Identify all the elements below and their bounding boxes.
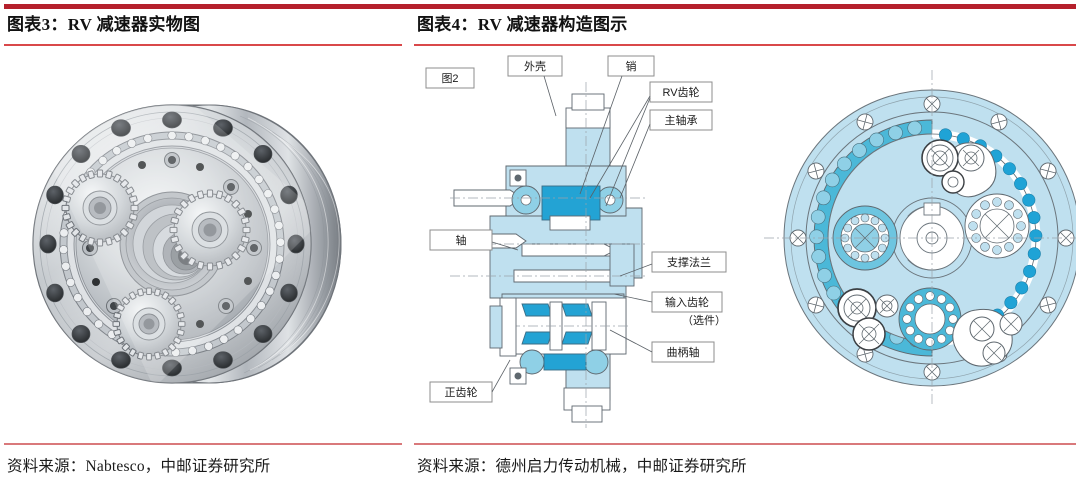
cross-section-view xyxy=(450,82,646,428)
planetary-spur-gears xyxy=(61,169,251,361)
callout-main-bearing: 主轴承 xyxy=(619,109,713,199)
callout-crankshaft: 曲柄轴 xyxy=(609,329,715,363)
callout-pin: 销 xyxy=(579,55,655,195)
callout-label-input-gear-optional: （选件） xyxy=(682,314,726,327)
figure-rv-reducer-construction: .cb { fill:#ffffff; stroke:#8d8d8d; stro… xyxy=(414,48,1076,440)
source-note-right: 资料来源：德州启力传动机械，中邮证券研究所 xyxy=(417,458,747,475)
callout-label-input-gear: 输入齿轮 xyxy=(665,295,709,309)
spur-gear-right xyxy=(169,189,251,271)
exhibit-title-left: 图表3：RV 减速器实物图 xyxy=(7,15,201,34)
callout-label-spur-gear: 正齿轮 xyxy=(445,385,478,399)
callout-rv-gear: RV齿轮 xyxy=(589,81,713,207)
callout-input-gear-main: 输入齿轮 （选件） xyxy=(613,291,726,327)
callout-label-support-flange: 支撑法兰 xyxy=(667,255,711,269)
callout-label-main-bearing: 主轴承 xyxy=(665,113,698,127)
source-divider-left xyxy=(4,443,402,445)
spur-gear-upper-left xyxy=(61,169,139,247)
top-red-rule xyxy=(4,4,1076,9)
disc-crank-bearings xyxy=(832,193,1030,351)
callout-figure-number: 图2 xyxy=(425,67,475,89)
title-underline-left xyxy=(4,44,402,46)
face-sheen xyxy=(33,105,311,383)
rv-construction-svg: .cb { fill:#ffffff; stroke:#8d8d8d; stro… xyxy=(425,55,1076,428)
callout-label-pin: 销 xyxy=(626,59,637,73)
figure-rv-reducer-photo xyxy=(4,48,402,440)
source-note-left: 资料来源：Nabtesco，中邮证券研究所 xyxy=(7,458,271,475)
callout-housing: 外壳 xyxy=(507,55,563,117)
exhibit-title-right: 图表4：RV 减速器构造图示 xyxy=(417,15,628,34)
callout-label-shaft: 轴 xyxy=(456,233,467,247)
title-underline-right xyxy=(414,44,1076,46)
source-divider-right xyxy=(414,443,1076,445)
disc-centerlines xyxy=(764,70,1076,406)
callout-label-rv-gear: RV齿轮 xyxy=(662,85,699,99)
callout-support-flange: 支撑法兰 xyxy=(619,251,727,277)
spur-gear-bottom xyxy=(112,287,186,361)
crank-bearing-group xyxy=(510,297,630,355)
front-disc-view xyxy=(764,70,1076,406)
callout-label-housing: 外壳 xyxy=(524,59,546,73)
exhibit-title-row: 图表3：RV 减速器实物图 图表4：RV 减速器构造图示 xyxy=(0,11,1080,41)
callout-label-crankshaft: 曲柄轴 xyxy=(667,345,700,359)
spur-gear-section xyxy=(489,297,517,357)
disc-small-gears xyxy=(837,139,1023,365)
callout-spur-gear: 正齿轮 xyxy=(429,359,511,403)
callout-layer: 图2 外壳 销 RV齿轮 xyxy=(425,55,727,403)
figure-number-label: 图2 xyxy=(441,72,458,85)
callout-shaft: 轴 xyxy=(429,229,519,251)
rv-reducer-photo-svg xyxy=(32,104,342,384)
flange-bolt-holes xyxy=(39,111,305,377)
